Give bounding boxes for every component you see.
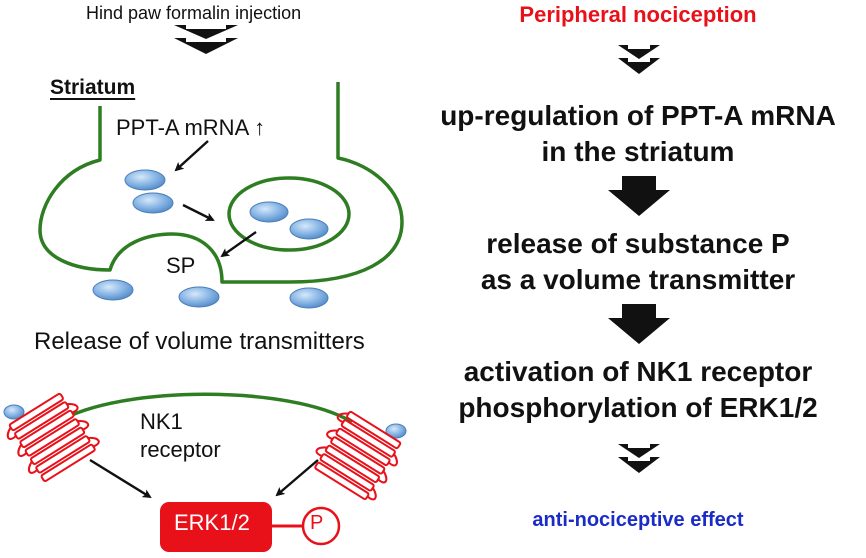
vesicle <box>178 286 220 308</box>
vesicle <box>385 423 407 439</box>
arrow-vesicle-to-granule <box>182 203 215 222</box>
step-release-sp: release of substance P as a volume trans… <box>480 228 796 295</box>
phospho-label: P <box>310 512 324 534</box>
block-arrow-2 <box>608 176 670 216</box>
vesicle <box>132 192 174 214</box>
vesicle <box>92 279 134 301</box>
arrow-receptor-right-to-erk <box>275 459 319 497</box>
vesicle <box>289 218 329 240</box>
trigger-label: Hind paw formalin injection <box>86 3 302 23</box>
erk-box <box>160 502 272 552</box>
vesicle <box>3 404 25 420</box>
arrow-ppt-to-vesicle <box>174 140 209 172</box>
vesicles <box>3 169 407 439</box>
ppt-mrna-label: PPT-A mRNA ↑ <box>116 115 266 140</box>
thin-arrows <box>89 140 319 499</box>
step-anti-nociceptive: anti-nociceptive effect <box>532 509 744 531</box>
block-arrow-1 <box>618 45 660 74</box>
arrow-receptor-left-to-erk <box>89 458 152 499</box>
step-upregulation: up-regulation of PPT-A mRNA in the stria… <box>440 100 836 167</box>
vesicle <box>289 287 329 309</box>
secretory-granule <box>227 176 351 252</box>
presynaptic-terminal <box>38 82 404 284</box>
postsynaptic-membrane <box>57 392 353 424</box>
region-label: Striatum <box>50 76 136 99</box>
phospho-circle <box>301 506 341 546</box>
vesicle <box>124 169 166 191</box>
arrow-granule-to-sp <box>220 231 257 258</box>
nk1-receptor-label: NK1 receptor <box>140 409 221 462</box>
step-activation-nk1: activation of NK1 receptor phosphorylati… <box>458 356 818 423</box>
release-label: Release of volume transmitters <box>34 328 365 355</box>
nk1-receptor-right <box>314 410 402 501</box>
block-arrow-4 <box>618 444 660 473</box>
block-arrow-formalin <box>174 25 238 54</box>
erk-label: ERK1/2 <box>174 510 250 535</box>
block-arrow-3 <box>608 304 670 344</box>
vesicle <box>249 201 289 223</box>
step-peripheral-nociception: Peripheral nociception <box>519 2 757 27</box>
nk1-receptor-left <box>6 392 100 482</box>
substance-p-label: SP <box>166 253 196 278</box>
